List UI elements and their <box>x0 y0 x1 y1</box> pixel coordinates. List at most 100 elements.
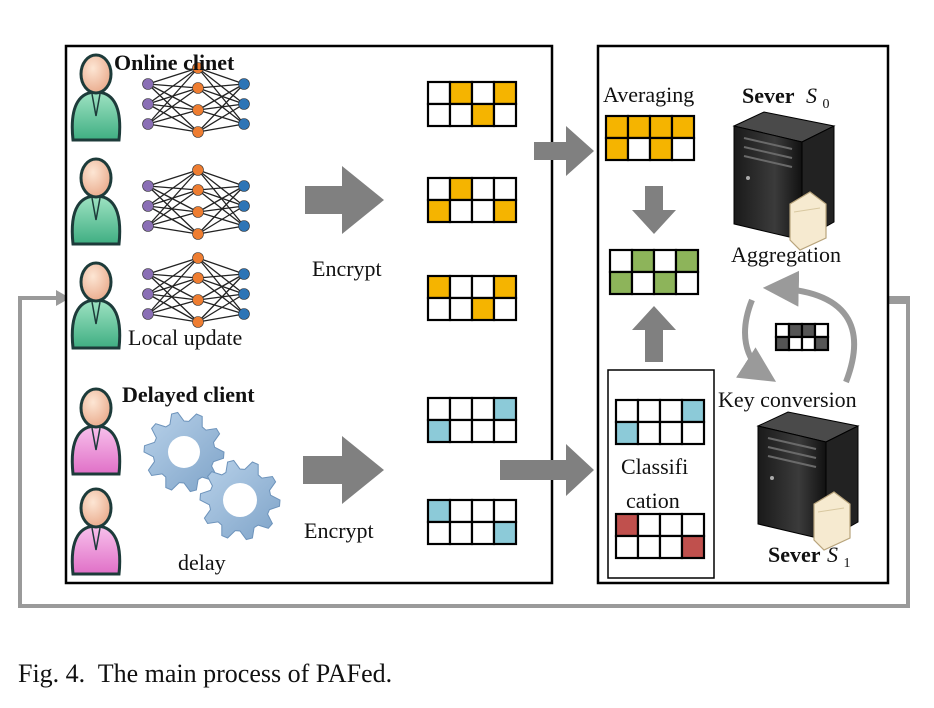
neural-network-icon-2 <box>142 164 250 240</box>
matrix-cell <box>448 396 474 422</box>
matrix-cell <box>448 520 474 546</box>
averaging-matrix <box>604 114 696 162</box>
matrix-cell <box>658 512 684 538</box>
matrix-cell <box>626 114 652 140</box>
gear-icon-1 <box>143 411 225 493</box>
feedback-arrowhead <box>56 290 70 306</box>
feedback-line-stub <box>885 296 910 304</box>
neural-network-icon-1 <box>142 62 250 138</box>
matrix-cell <box>426 176 452 202</box>
matrix-cell <box>492 296 518 322</box>
gear-icon-2 <box>199 459 281 541</box>
matrix-cell <box>470 296 496 322</box>
matrix-cell <box>426 418 452 444</box>
matrix-cell <box>448 176 474 202</box>
server1-label: Sever S 1 <box>768 542 851 571</box>
server0-name: Sever <box>742 83 795 108</box>
matrix-cell <box>670 136 696 162</box>
matrix-cell <box>774 322 791 339</box>
encrypted-matrix-online-3 <box>426 274 518 322</box>
matrix-cell <box>680 398 706 424</box>
matrix-cell <box>492 396 518 422</box>
matrix-cell <box>448 80 474 106</box>
matrix-cell <box>492 176 518 202</box>
matrix-cell <box>680 512 706 538</box>
delayed-client-person-icon-2 <box>70 487 122 576</box>
matrix-cell <box>813 335 830 352</box>
matrix-cell <box>608 270 634 296</box>
delayed-client-label: Delayed client <box>122 382 255 407</box>
matrix-cell <box>470 176 496 202</box>
delayed-to-server-arrow <box>500 444 594 496</box>
encrypted-matrix-delayed-1 <box>426 396 518 444</box>
matrix-cell <box>636 398 662 424</box>
matrix-cell <box>774 335 791 352</box>
averaging-label: Averaging <box>603 82 694 107</box>
matrix-cell <box>680 420 706 446</box>
matrix-cell <box>492 102 518 128</box>
matrix-cell <box>670 114 696 140</box>
classification-label-line1: Classifi <box>621 454 688 479</box>
key-matrix-icon <box>774 322 830 352</box>
classification-label-line2: cation <box>626 488 680 513</box>
encrypt-arrow-top <box>305 166 384 234</box>
classification-up-arrow <box>632 306 676 362</box>
online-client-person-icon-1 <box>70 53 122 142</box>
matrix-cell <box>658 398 684 424</box>
matrix-cell <box>492 418 518 444</box>
matrix-cell <box>426 198 452 224</box>
aggregation-label: Aggregation <box>731 242 841 267</box>
matrix-cell <box>674 270 700 296</box>
server1-subscript: 1 <box>844 556 851 571</box>
document-icon <box>813 491 851 551</box>
matrix-cell <box>800 322 817 339</box>
server1-name: Sever <box>768 542 821 567</box>
matrix-cell <box>492 498 518 524</box>
matrix-cell <box>470 418 496 444</box>
document-icon <box>789 191 827 251</box>
neural-network-icon-3 <box>142 252 250 328</box>
server1-icon <box>756 411 860 551</box>
server0-subscript: 0 <box>823 97 830 112</box>
key-conversion-label: Key conversion <box>718 387 857 412</box>
matrix-cell <box>658 534 684 560</box>
matrix-cell <box>813 322 830 339</box>
matrix-cell <box>800 335 817 352</box>
matrix-cell <box>448 198 474 224</box>
matrix-cell <box>492 80 518 106</box>
matrix-cell <box>636 534 662 560</box>
matrix-cell <box>652 248 678 274</box>
encrypt-arrow-bottom <box>303 436 384 504</box>
matrix-cell <box>426 80 452 106</box>
matrix-cell <box>614 398 640 424</box>
matrix-cell <box>787 335 804 352</box>
matrix-cell <box>614 420 640 446</box>
matrix-cell <box>648 114 674 140</box>
matrix-cell <box>630 270 656 296</box>
matrix-cell <box>652 270 678 296</box>
matrix-cell <box>426 498 452 524</box>
matrix-cell <box>448 418 474 444</box>
local-update-label: Local update <box>128 325 242 350</box>
matrix-cell <box>426 296 452 322</box>
server0-icon <box>732 111 836 251</box>
matrix-cell <box>614 534 640 560</box>
averaging-down-arrow <box>632 186 676 234</box>
encrypted-matrix-delayed-2 <box>426 498 518 546</box>
matrix-cell <box>426 274 452 300</box>
online-client-person-icon-2 <box>70 157 122 246</box>
matrix-cell <box>470 102 496 128</box>
matrix-cell <box>787 322 804 339</box>
matrix-cell <box>470 198 496 224</box>
aggregated-matrix <box>608 248 700 296</box>
matrix-cell <box>426 102 452 128</box>
server0-symbol: S <box>806 83 817 108</box>
matrix-cell <box>636 420 662 446</box>
feedback-loop-line <box>18 296 910 608</box>
matrix-cell <box>604 136 630 162</box>
matrix-cell <box>614 512 640 538</box>
matrix-cell <box>492 274 518 300</box>
figure-caption: Fig. 4. The main process of PAFed. <box>18 659 392 688</box>
matrix-cell <box>426 520 452 546</box>
